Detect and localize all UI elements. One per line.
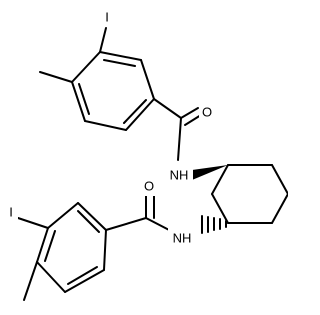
upper-benzene-ring — [71, 51, 155, 131]
bond — [103, 229, 107, 271]
bond-c-i-top — [99, 27, 107, 53]
bond — [99, 51, 142, 61]
bond-carbonyl-nh-top — [177, 117, 182, 161]
carbonyl-double-bond-top — [184, 114, 202, 126]
hashed-wedge-bond-bottom — [201, 215, 227, 234]
nh-label-top: NH — [170, 168, 189, 183]
cyclohexane-ring — [211, 164, 288, 224]
bond-c-i-bottom — [17, 217, 49, 229]
bond — [71, 51, 101, 83]
bond — [211, 193, 229, 224]
aromatic-inner-bond — [78, 83, 90, 115]
chemical-structure-diagram: I O NH O I NH — [6, 6, 288, 301]
bond — [36, 227, 49, 263]
bond — [140, 59, 155, 100]
aromatic-inner-bond — [77, 210, 100, 233]
aromatic-inner-bond — [44, 230, 56, 262]
bond — [125, 98, 155, 131]
aromatic-inner-bond — [123, 99, 147, 124]
bond — [271, 193, 288, 224]
bond — [211, 164, 229, 195]
bond-ring-carbonyl-top — [153, 98, 182, 119]
bond — [47, 202, 79, 229]
carbonyl-double-bond-top — [180, 107, 199, 119]
bond — [271, 164, 288, 195]
bond — [77, 202, 107, 231]
upper-substituents — [39, 27, 202, 161]
bond — [71, 81, 86, 122]
bond — [64, 269, 105, 293]
oxygen-label-bottom: O — [144, 179, 154, 194]
bond-methyl-top — [39, 71, 73, 83]
iodine-label-top: I — [105, 10, 109, 25]
wedge-bond-top — [192, 165, 228, 180]
bond-methyl-bottom — [23, 261, 38, 301]
iodine-label-bottom: I — [9, 205, 13, 220]
nh-label-bottom: NH — [173, 231, 192, 246]
lower-benzene-ring — [36, 202, 107, 293]
oxygen-label-top: O — [202, 105, 212, 120]
bond-carbonyl-ring-bottom — [105, 217, 147, 231]
aromatic-inner-bond — [103, 59, 136, 67]
aromatic-inner-bond — [67, 266, 98, 285]
atom-labels: I O NH O I NH — [6, 6, 215, 248]
bond — [36, 261, 66, 293]
bond — [84, 120, 127, 131]
